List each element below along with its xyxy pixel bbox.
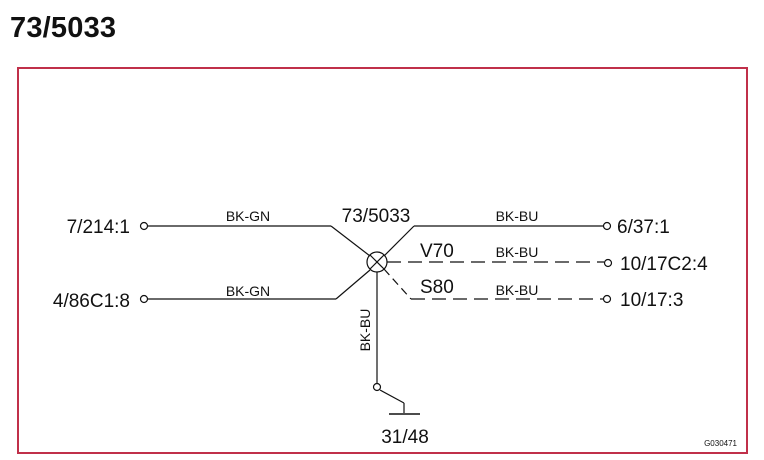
terminal-label-10-17c2-4: 10/17C2:4: [620, 254, 708, 275]
terminal-label-10-17-3: 10/17:3: [620, 290, 683, 311]
splice-cross: [369, 254, 385, 270]
variant-label-s80: S80: [420, 277, 454, 298]
terminal-label-7-214-1: 7/214:1: [67, 217, 130, 238]
wire-color-label: BK-BU: [496, 208, 539, 224]
wire-color-label: BK-BU: [496, 244, 539, 260]
splice-label: 73/5033: [342, 206, 411, 227]
wire-left-top-diagonal: [330, 225, 371, 257]
wire-color-label: BK-GN: [226, 283, 270, 299]
terminal-connector: [602, 294, 612, 304]
ground-terminal-label: 31/48: [381, 427, 429, 448]
terminal-connector: [603, 258, 613, 268]
variant-label-v70: V70: [420, 241, 454, 262]
terminal-label-4-86c1-8: 4/86C1:8: [53, 291, 130, 312]
ground-switch: [379, 389, 405, 404]
wire-right-bottom-diagonal: [383, 268, 412, 300]
terminal-connector: [602, 221, 612, 231]
wire-color-label: BK-BU: [496, 282, 539, 298]
terminal-connector: [139, 221, 149, 231]
terminal-connector: [139, 294, 149, 304]
wire-color-label: BK-GN: [226, 208, 270, 224]
diagram-frame: [17, 67, 748, 454]
wire-left-bottom-diagonal: [335, 269, 371, 300]
terminal-label-6-37-1: 6/37:1: [617, 217, 670, 238]
page-title: 73/5033: [10, 12, 117, 44]
terminal-connector: [372, 382, 382, 392]
drawing-reference: G030471: [704, 439, 737, 448]
wire-color-label-ground: BK-BU: [357, 309, 373, 352]
wire-right-top-diagonal: [383, 225, 415, 257]
